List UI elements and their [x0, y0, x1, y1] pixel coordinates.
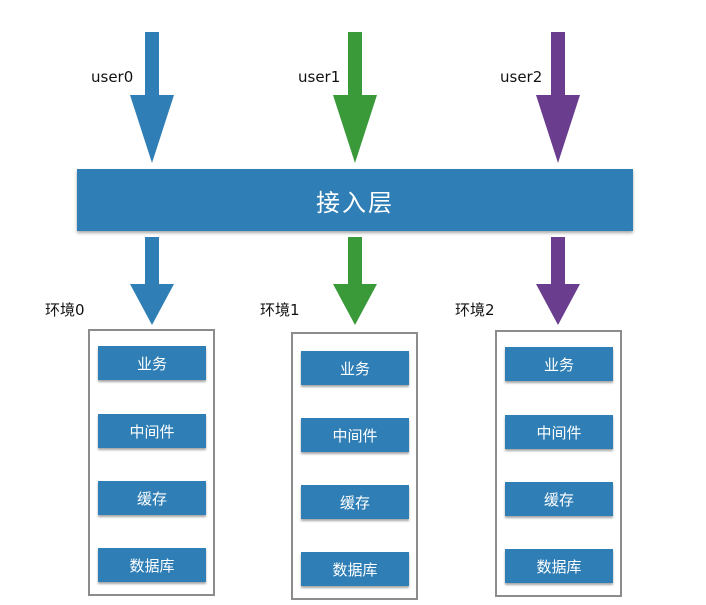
env1-business-block: 业务: [301, 351, 409, 385]
access-layer-box: 接入层: [77, 169, 633, 231]
user2-label: user2: [500, 68, 543, 86]
user1-label: user1: [298, 68, 341, 86]
env2-business-block: 业务: [505, 347, 613, 381]
env1-database-block: 数据库: [301, 552, 409, 586]
user1-arrow: [333, 32, 377, 163]
env1-box: 业务 中间件 缓存 数据库: [291, 332, 418, 600]
env0-middleware-block: 中间件: [98, 414, 206, 448]
env2-arrow: [536, 237, 580, 325]
env2-database-block: 数据库: [505, 549, 613, 583]
env2-box: 业务 中间件 缓存 数据库: [495, 330, 622, 597]
env0-label: 环境0: [45, 301, 85, 319]
env2-label: 环境2: [455, 301, 495, 319]
user0-arrow: [130, 32, 174, 163]
env0-business-block: 业务: [98, 346, 206, 380]
env2-middleware-block: 中间件: [505, 415, 613, 449]
env1-middleware-block: 中间件: [301, 418, 409, 452]
env0-cache-block: 缓存: [98, 481, 206, 515]
user2-arrow: [536, 32, 580, 163]
env0-database-block: 数据库: [98, 548, 206, 582]
env0-box: 业务 中间件 缓存 数据库: [88, 329, 215, 596]
env0-arrow: [130, 237, 174, 325]
env1-label: 环境1: [260, 301, 300, 319]
env1-arrow: [333, 237, 377, 325]
env2-cache-block: 缓存: [505, 482, 613, 516]
env1-cache-block: 缓存: [301, 485, 409, 519]
user0-label: user0: [91, 68, 134, 86]
